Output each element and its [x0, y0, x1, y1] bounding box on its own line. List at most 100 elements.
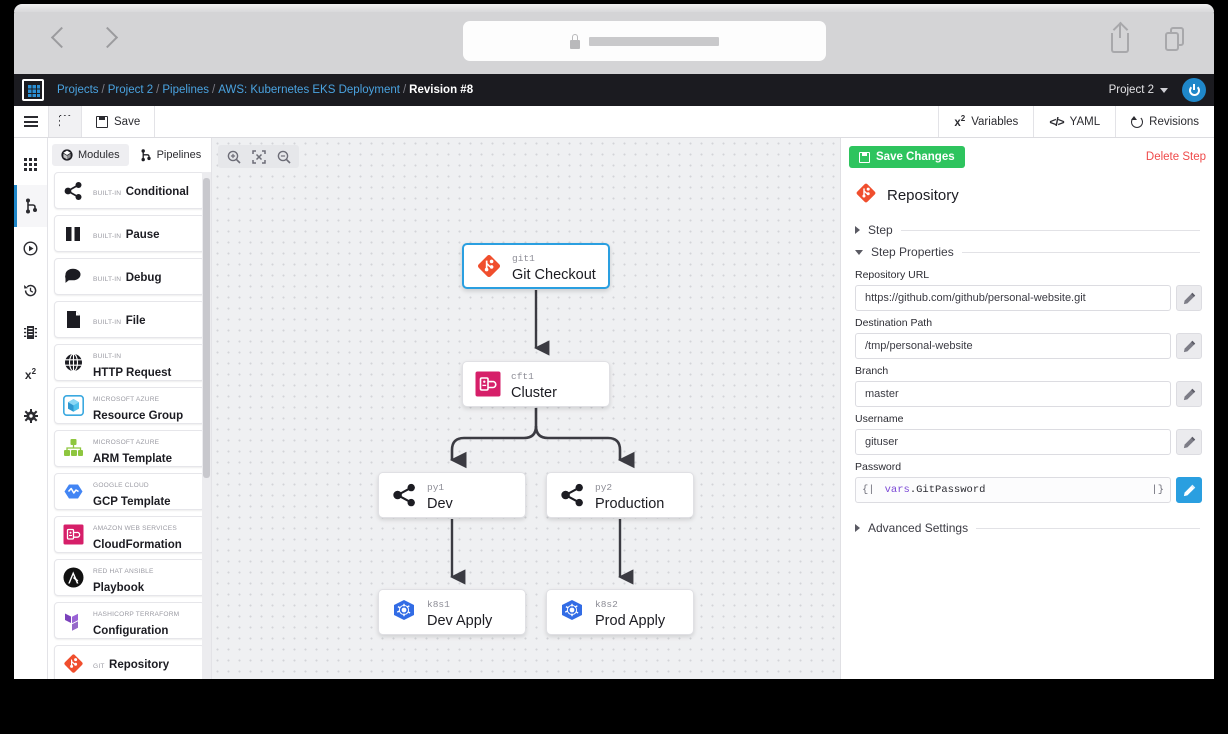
module-card-debug[interactable]: BUILT-IN Debug — [54, 258, 205, 295]
node-id: py2 — [595, 482, 613, 494]
canvas-node-k8s1[interactable]: k8s1 Dev Apply — [378, 589, 526, 635]
fit-screen-icon[interactable] — [246, 145, 271, 168]
field-label: Repository URL — [855, 269, 930, 281]
canvas-node-py2[interactable]: py2 Production — [546, 472, 694, 518]
modules-panel-tabs: Modules Pipelines — [48, 138, 211, 172]
zoom-in-icon[interactable] — [221, 145, 246, 168]
avatar[interactable] — [1182, 78, 1206, 102]
rail-item-settings[interactable] — [14, 395, 47, 437]
accordion-advanced-settings[interactable]: Advanced Settings — [841, 517, 1214, 539]
module-card-conditional[interactable]: BUILT-IN Conditional — [54, 172, 205, 209]
module-card-pause[interactable]: BUILT-IN Pause — [54, 215, 205, 252]
save-icon — [96, 115, 108, 128]
canvas-node-k8s2[interactable]: k8s2 Prod Apply — [546, 589, 694, 635]
breadcrumb-item-project-2[interactable]: Project 2 — [107, 84, 154, 96]
module-card-arm-template[interactable]: MICROSOFT AZURE ARM Template — [54, 430, 205, 467]
canvas-node-py1[interactable]: py1 Dev — [378, 472, 526, 518]
edit-icon[interactable] — [1176, 429, 1202, 455]
accordion-step[interactable]: Step — [841, 219, 1214, 241]
tab-modules[interactable]: Modules — [52, 144, 129, 166]
module-card-configuration[interactable]: HASHICORP TERRAFORM Configuration — [54, 602, 205, 639]
zoom-out-icon[interactable] — [271, 145, 296, 168]
canvas-node-cft1[interactable]: cft1 Cluster — [462, 361, 610, 407]
username-input[interactable]: gituser — [855, 429, 1171, 455]
rail-item-history[interactable] — [14, 269, 47, 311]
field-row: {| vars.GitPassword |} — [855, 477, 1202, 503]
breadcrumb-item-pipeline-name[interactable]: AWS: Kubernetes EKS Deployment — [218, 84, 400, 96]
password-expression-input[interactable]: {| vars.GitPassword |} — [855, 477, 1171, 503]
chrome-gradient — [14, 4, 1214, 12]
ansible-icon — [62, 567, 84, 589]
rail-item-variables[interactable]: x2 — [24, 366, 37, 382]
yaml-button[interactable]: </> YAML — [1033, 106, 1115, 137]
module-text: MICROSOFT AZURE Resource Group — [93, 388, 197, 424]
destination-path-input[interactable]: /tmp/personal-website — [855, 333, 1171, 359]
globe-icon — [62, 352, 84, 374]
grid-icon[interactable] — [48, 106, 82, 137]
module-card-file[interactable]: BUILT-IN File — [54, 301, 205, 338]
accordion-step-properties[interactable]: Step Properties — [841, 241, 1214, 263]
field-label: Branch — [855, 365, 889, 377]
rail-item-run[interactable] — [14, 227, 47, 269]
variables-button[interactable]: x2 Variables — [938, 106, 1033, 137]
node-id: py1 — [427, 482, 445, 494]
node-text: py1 Dev — [427, 477, 453, 513]
cloudformation-icon — [62, 524, 84, 546]
node-name: Prod Apply — [595, 612, 666, 629]
repository-url-input[interactable]: https://github.com/github/personal-websi… — [855, 285, 1171, 311]
node-text: cft1 Cluster — [511, 366, 557, 402]
accordion-advanced-settings-label: Advanced Settings — [868, 521, 969, 535]
hamburger-icon[interactable] — [14, 106, 48, 137]
field-label: Password — [855, 461, 902, 473]
tab-pipelines[interactable]: Pipelines — [131, 144, 211, 167]
browser-chrome — [14, 4, 1214, 74]
rail-item-grid[interactable] — [14, 143, 47, 185]
edit-icon[interactable] — [1176, 477, 1202, 503]
breadcrumb-item-projects[interactable]: Projects — [57, 84, 99, 96]
pipeline-canvas[interactable]: git1 Git Checkout cft1 Cluster py1 — [212, 138, 840, 679]
modules-scrollbar-thumb[interactable] — [203, 178, 210, 478]
delete-step-link[interactable]: Delete Step — [1145, 151, 1206, 163]
rail-item-pipeline[interactable] — [14, 185, 47, 227]
app-header: Projects/Project 2/Pipelines/AWS: Kubern… — [14, 74, 1214, 106]
modules-list[interactable]: BUILT-IN Conditional BUILT-IN Pause — [48, 172, 211, 679]
divider — [976, 527, 1200, 529]
canvas-node-git1[interactable]: git1 Git Checkout — [462, 243, 610, 289]
module-category: AMAZON WEB SERVICES — [93, 524, 177, 532]
module-card-http-request[interactable]: BUILT-IN HTTP Request — [54, 344, 205, 381]
comment-icon — [62, 266, 84, 288]
module-category: GIT — [93, 662, 105, 670]
header-right: Project 2 — [1109, 78, 1214, 102]
edit-icon[interactable] — [1176, 381, 1202, 407]
breadcrumb-item-pipelines[interactable]: Pipelines — [162, 84, 210, 96]
toolbar-right-group: x2 Variables </> YAML Revisions — [938, 106, 1214, 137]
forward-icon[interactable] — [98, 22, 118, 56]
modules-scrollbar[interactable] — [202, 172, 211, 679]
project-selector-label: Project 2 — [1108, 84, 1154, 96]
accordion-step-label: Step — [868, 223, 893, 237]
branch-input[interactable]: master — [855, 381, 1171, 407]
module-card-repository[interactable]: GIT Repository — [54, 645, 205, 679]
save-button[interactable]: Save — [82, 106, 156, 137]
module-category: GOOGLE CLOUD — [93, 481, 149, 489]
rail-item-chip[interactable] — [14, 311, 47, 353]
module-card-cloudformation[interactable]: AMAZON WEB SERVICES CloudFormation — [54, 516, 205, 553]
share-icon[interactable] — [1108, 24, 1132, 54]
edit-icon[interactable] — [1176, 333, 1202, 359]
module-card-gcp-template[interactable]: GOOGLE CLOUD GCP Template — [54, 473, 205, 510]
field-row: gituser — [855, 429, 1202, 455]
module-card-playbook[interactable]: RED HAT ANSIBLE Playbook — [54, 559, 205, 596]
tabs-icon[interactable] — [1164, 24, 1188, 54]
project-selector[interactable]: Project 2 — [1109, 84, 1168, 96]
share-nodes-icon — [391, 482, 417, 508]
node-name: Dev Apply — [427, 612, 493, 629]
git-icon — [855, 182, 877, 209]
edit-icon[interactable] — [1176, 285, 1202, 311]
url-bar[interactable] — [463, 21, 826, 61]
revisions-button[interactable]: Revisions — [1115, 106, 1214, 137]
save-changes-button[interactable]: Save Changes — [849, 146, 965, 168]
module-card-resource-group[interactable]: MICROSOFT AZURE Resource Group — [54, 387, 205, 424]
module-category: MICROSOFT AZURE — [93, 438, 160, 446]
back-icon[interactable] — [50, 22, 70, 56]
field-row: https://github.com/github/personal-websi… — [855, 285, 1202, 311]
